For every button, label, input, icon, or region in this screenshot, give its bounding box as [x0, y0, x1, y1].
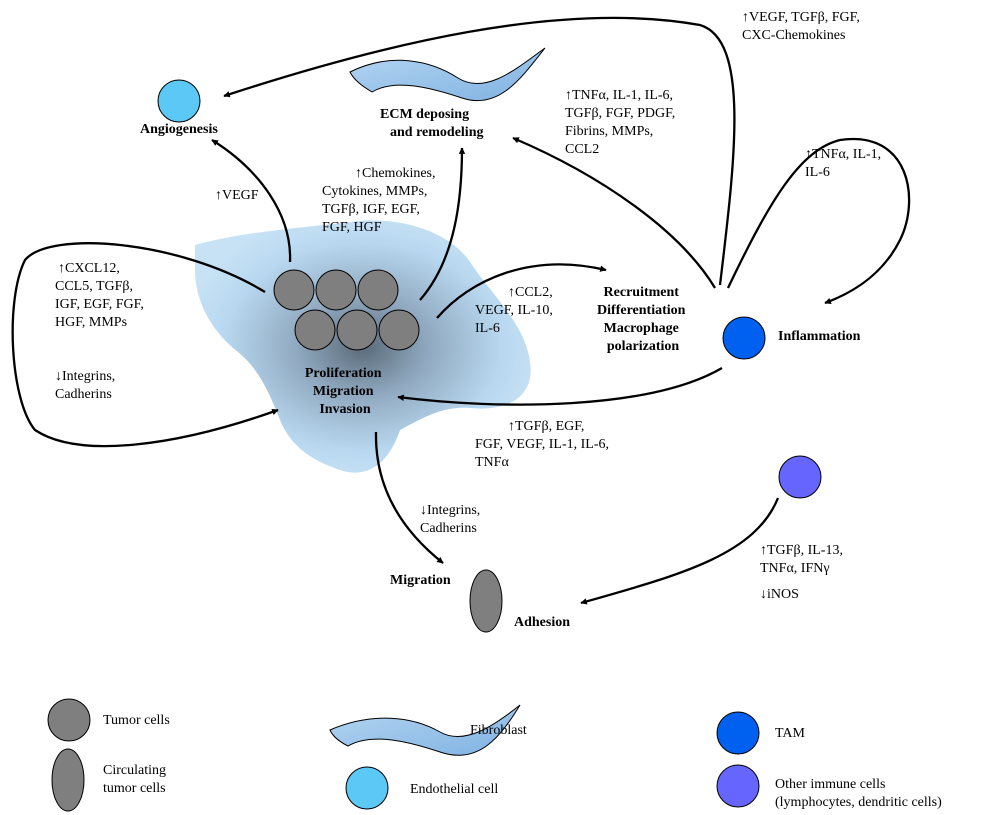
annotation-top-right: ↑VEGF, TGFβ, FGF, CXC-Chemokines [742, 10, 863, 43]
circulating-tumor-cell-icon [469, 569, 503, 633]
legend-immune-cell-icon [716, 764, 760, 808]
annotation-tam-to-ecm: ↑TNFα, IL-1, IL-6, TGFβ, FGF, PDGF, Fibr… [565, 88, 679, 157]
tam-to-angiogenesis-arrow [223, 16, 736, 286]
ecm-label: ECM deposing and remodeling [380, 107, 483, 140]
legend-tam-label: TAM [775, 726, 806, 741]
annotation-tumor-to-migration: ↓Integrins, Cadherins [420, 503, 484, 536]
tumor-cell-icon [357, 269, 399, 311]
legend-fibroblast-icon [329, 704, 521, 756]
annotation-tumor-self-down: ↓Integrins, Cadherins [55, 369, 119, 402]
legend-tam-icon [716, 711, 760, 755]
legend-endothelial-cell-icon [345, 766, 389, 810]
annotation-immune-to-adhesion-up: ↑TGFβ, IL-13, TNFα, IFNγ [760, 543, 846, 576]
tam-to-ecm-arrow [512, 136, 716, 289]
migration-label: Migration [390, 573, 451, 588]
legend-circulating-tumor-cell-icon [51, 748, 85, 812]
annotation-tam-self: ↑TNFα, IL-1, IL-6 [805, 147, 885, 180]
tam-cell-icon [722, 316, 766, 360]
immune-cell-icon [778, 455, 822, 499]
legend-ctc-label: Circulating tumor cells [103, 763, 170, 796]
tumor-cell-icon [315, 269, 357, 311]
recruitment-label: Recruitment Differentiation Macrophage p… [597, 285, 689, 354]
legend-tumor-label: Tumor cells [103, 713, 170, 728]
legend-immune-label: Other immune cells (lymphocytes, dendrit… [775, 777, 942, 810]
tumor-to-angiogenesis-arrow [211, 139, 292, 263]
tumor-cell-icon [378, 309, 420, 351]
annotation-tumor-to-recruitment: ↑CCL2, VEGF, IL-10, IL-6 [475, 285, 556, 336]
annotation-tam-to-tumor: ↑TGFβ, EGF, FGF, VEGF, IL-1, IL-6, TNFα [475, 419, 613, 470]
tumor-cell-cluster [273, 269, 420, 351]
tumor-cell-icon [273, 269, 315, 311]
angiogenesis-label: Angiogenesis [140, 122, 218, 137]
ecm-fibroblast-icon [349, 47, 546, 102]
tumor-to-migration-arrow [374, 431, 444, 564]
legend-tumor-cell-icon [47, 698, 91, 742]
annotation-immune-to-adhesion-down: ↓iNOS [760, 587, 799, 602]
tumor-process-label: Proliferation Migration Invasion [305, 366, 385, 417]
inflammation-label: Inflammation [778, 329, 861, 344]
annotation-tumor-to-ecm: ↑Chemokines, Cytokines, MMPs, TGFβ, IGF,… [322, 166, 439, 235]
tam-to-tumor-arrow [397, 367, 723, 406]
annotation-tumor-self-up: ↑CXCL12, CCL5, TGFβ, IGF, EGF, FGF, HGF,… [55, 261, 147, 330]
tumor-to-recruitment-arrow [436, 263, 607, 319]
immune-to-adhesion-arrow [580, 497, 780, 605]
legend: Tumor cells Circulating tumor cells Fibr… [47, 698, 942, 812]
tumor-cell-icon [294, 309, 336, 351]
tumor-cell-icon [336, 309, 378, 351]
tumor-to-ecm-arrow [419, 147, 466, 301]
legend-fibroblast-label: Fibroblast [470, 723, 527, 738]
angiogenesis-endothelial-cell-icon [157, 79, 201, 123]
legend-endothelial-label: Endothelial cell [410, 782, 498, 797]
annotation-tumor-to-angiogenesis: ↑VEGF [215, 188, 259, 203]
tumor-self-arrow [11, 242, 279, 448]
tam-self-arrow [726, 137, 911, 305]
adhesion-label: Adhesion [514, 615, 570, 630]
